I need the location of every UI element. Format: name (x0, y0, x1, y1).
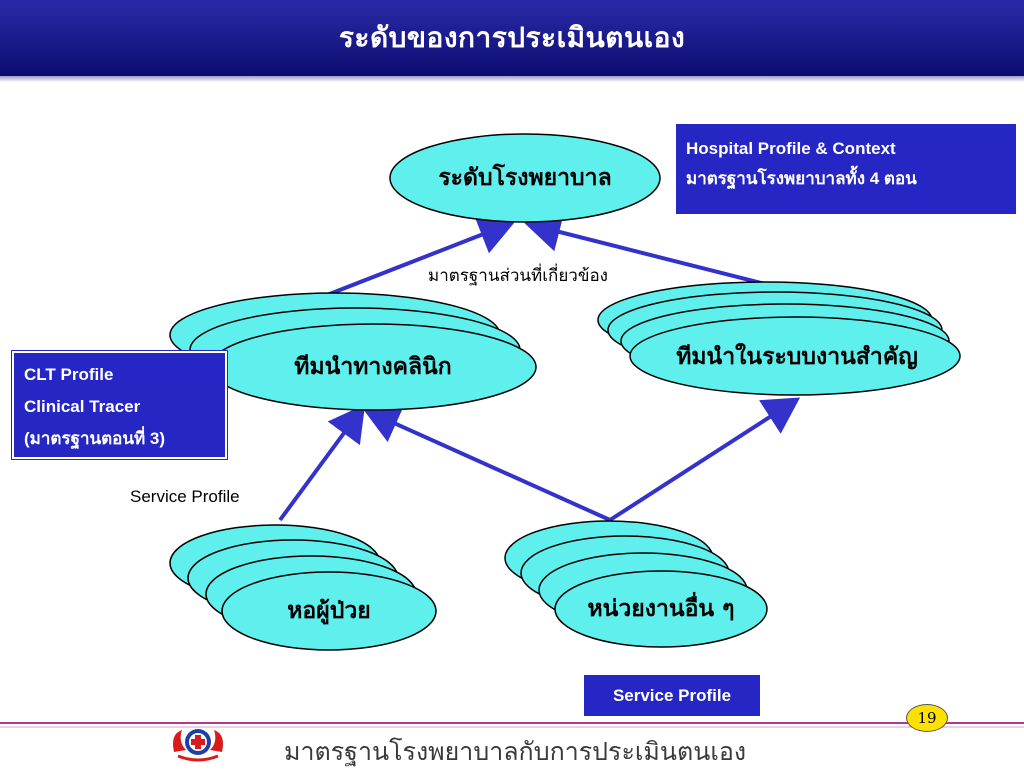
clt-profile-line3: (มาตรฐานตอนที่ 3) (24, 429, 166, 448)
page-number-badge: 19 (906, 704, 948, 732)
ward-label: หอผู้ป่วย (287, 598, 371, 624)
hospital-profile-line1: Hospital Profile & Context (686, 139, 896, 158)
arrow-other-to-system (608, 397, 801, 522)
title-bar: ระดับของการประเมินตนเอง (0, 0, 1024, 76)
clt-profile-line1: CLT Profile (24, 365, 114, 384)
system-team-label: ทีมนำในระบบงานสำคัญ (676, 344, 918, 370)
hospital-level-label: ระดับโรงพยาบาล (438, 165, 612, 191)
hospital-profile-line2: มาตรฐานโรงพยาบาลทั้ง 4 ตอน (686, 169, 917, 188)
arrow-other-to-clinical (363, 405, 611, 522)
arrow-ward-to-clinical (278, 404, 366, 522)
arrow-system-to-hospital (524, 212, 766, 286)
clt-profile-line2: Clinical Tracer (24, 397, 141, 416)
title-shadow (0, 76, 1024, 82)
footer-divider (0, 722, 1024, 728)
service-profile-box: Service Profile (584, 675, 760, 716)
ward-ellipse-front (221, 571, 437, 651)
related-standards-caption: มาตรฐานส่วนที่เกี่ยวข้อง (428, 266, 608, 286)
slide-title: ระดับของการประเมินตนเอง (338, 21, 686, 54)
other-unit-ellipse-front (554, 570, 768, 648)
hospital-level-ellipse (389, 133, 661, 223)
hospital-logo-icon (173, 729, 223, 762)
system-team-ellipse-front (629, 316, 961, 396)
hospital-profile-box: Hospital Profile & Context มาตรฐานโรงพยา… (676, 124, 1016, 214)
clt-profile-box: CLT Profile Clinical Tracer (มาตรฐานตอนท… (11, 350, 228, 460)
service-profile-caption: Service Profile (130, 487, 240, 506)
other-unit-label: หน่วยงานอื่น ๆ (587, 596, 735, 622)
footer-title: มาตรฐานโรงพยาบาลกับการประเมินตนเอง (284, 737, 747, 766)
clinical-team-label: ทีมนำทางคลินิก (294, 354, 452, 380)
